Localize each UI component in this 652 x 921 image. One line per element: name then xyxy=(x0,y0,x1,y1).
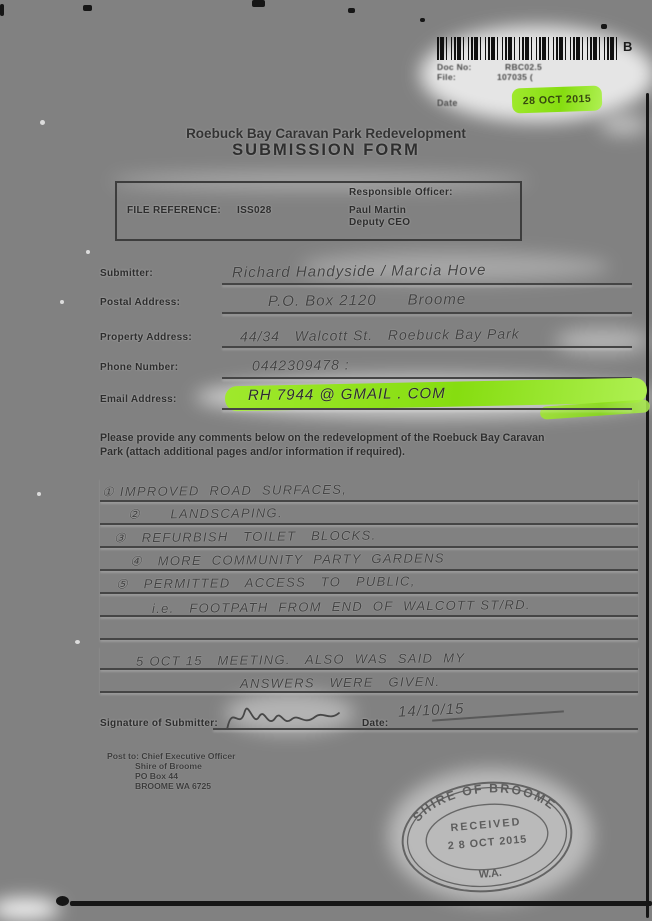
received-date-highlight: 28 OCT 2015 xyxy=(511,85,603,114)
comment-text: ④ MORE COMMUNITY PARTY GARDENS xyxy=(129,550,445,569)
comment-text: ⑤ PERMITTED ACCESS TO PUBLIC, xyxy=(115,573,416,592)
scan-speck xyxy=(37,492,41,496)
officer-title: Deputy CEO xyxy=(349,217,411,228)
comment-line: ④ MORE COMMUNITY PARTY GARDENS xyxy=(100,547,638,571)
stamp-date: 2 8 OCT 2015 xyxy=(447,833,527,852)
svg-text:W.A.: W.A. xyxy=(478,867,503,882)
comment-text: i.e. FOOTPATH FROM END OF WALCOTT ST/RD. xyxy=(151,597,531,616)
responsible-officer-label: Responsible Officer: xyxy=(349,187,453,198)
postal-footer-line: PO Box 44 xyxy=(135,771,178,781)
form-title: Roebuck Bay Caravan Park Redevelopment xyxy=(186,126,466,141)
scan-speck xyxy=(60,300,64,304)
scan-white-blotch xyxy=(600,115,648,135)
doc-no-value: RBC02.5 xyxy=(505,62,543,72)
file-label: File: xyxy=(437,72,456,82)
file-reference-value: ISS028 xyxy=(237,205,272,216)
scan-edge-bottom xyxy=(70,901,652,906)
received-date-value: 28 OCT 2015 xyxy=(522,92,592,107)
comment-text: 5 OCT 15 MEETING. ALSO WAS SAID MY xyxy=(135,650,466,669)
comment-line: ② LANDSCAPING. xyxy=(100,501,638,525)
comment-text: ANSWERS WERE GIVEN. xyxy=(239,673,441,692)
scan-speck xyxy=(40,120,45,125)
signature-label: Signature of Submitter: xyxy=(100,718,219,729)
scan-smudge xyxy=(420,18,425,22)
property-address-line xyxy=(222,346,632,348)
comment-line: ANSWERS WERE GIVEN. xyxy=(100,669,638,693)
comment-line: ③ REFURBISH TOILET BLOCKS. xyxy=(100,524,638,548)
stamp-org-name: SHIRE OF BROOME xyxy=(408,775,560,825)
scan-edge-right xyxy=(646,93,649,918)
property-address-value: 44/34 Walcott St. Roebuck Bay Park xyxy=(239,325,520,345)
postal-footer-line: Post to: Chief Executive Officer xyxy=(107,751,236,761)
comment-text: ③ REFURBISH TOILET BLOCKS. xyxy=(113,527,377,546)
file-reference-box: FILE REFERENCE: ISS028 Responsible Offic… xyxy=(115,181,522,241)
postal-footer-line: Shire of Broome xyxy=(135,761,202,771)
comments-prompt: Please provide any comments below on the… xyxy=(100,432,545,458)
officer-name: Paul Martin xyxy=(349,205,407,216)
doc-no-label: Doc No: xyxy=(437,62,472,72)
stamp-state: W.A. xyxy=(478,867,503,882)
scan-white-blotch xyxy=(0,898,60,920)
date-label: Date xyxy=(437,98,458,108)
submitter-signature xyxy=(226,707,340,729)
scan-speck xyxy=(75,640,80,644)
comment-line: ⑤ PERMITTED ACCESS TO PUBLIC, xyxy=(100,570,638,594)
comment-line xyxy=(100,616,638,640)
email-address-line xyxy=(222,408,632,410)
comment-line: 5 OCT 15 MEETING. ALSO WAS SAID MY xyxy=(100,646,638,670)
file-reference-label: FILE REFERENCE: xyxy=(127,205,221,216)
submitter-line xyxy=(222,283,632,285)
postal-footer: Post to: Chief Executive Officer Shire o… xyxy=(107,751,235,791)
scan-white-blotch xyxy=(225,692,355,734)
email-address-label: Email Address: xyxy=(100,394,177,405)
phone-number-line xyxy=(222,377,632,379)
stamp-received-label: RECEIVED xyxy=(450,816,522,834)
signature-line xyxy=(213,728,638,730)
scan-white-blotch xyxy=(388,768,593,903)
phone-number-value: 0442309478 : xyxy=(251,356,350,374)
comment-line: ① IMPROVED ROAD SURFACES, xyxy=(100,478,638,502)
property-address-label: Property Address: xyxy=(100,332,192,343)
scan-white-blotch xyxy=(555,328,650,354)
scan-smudge xyxy=(601,24,607,29)
scan-smudge xyxy=(252,0,265,7)
comment-line: i.e. FOOTPATH FROM END OF WALCOTT ST/RD. xyxy=(100,593,638,617)
postal-address-value: P.O. Box 2120 Broome xyxy=(267,290,467,311)
submitter-label: Submitter: xyxy=(100,268,153,279)
scan-smudge xyxy=(83,5,92,11)
barcode xyxy=(437,37,620,60)
submitter-value: Richard Handyside / Marcia Hove xyxy=(231,261,487,282)
postal-address-line xyxy=(222,312,632,314)
scan-speck xyxy=(86,250,90,254)
email-address-value: RH 7944 @ GMAIL . COM xyxy=(247,384,446,405)
svg-text:SHIRE OF BROOME: SHIRE OF BROOME xyxy=(408,775,560,825)
shire-received-stamp: SHIRE OF BROOME RECEIVED 2 8 OCT 2015 W.… xyxy=(401,775,573,893)
form-subtitle: SUBMISSION FORM xyxy=(232,141,420,159)
comment-text: ② LANDSCAPING. xyxy=(127,505,283,522)
scan-smudge xyxy=(348,8,355,13)
postal-address-label: Postal Address: xyxy=(100,297,181,308)
scan-white-blotch xyxy=(300,252,610,282)
postal-footer-line: BROOME WA 6725 xyxy=(135,781,212,791)
date-field-label: Date: xyxy=(362,718,389,729)
comment-text: ① IMPROVED ROAD SURFACES, xyxy=(101,481,348,500)
scan-smudge xyxy=(0,4,4,16)
phone-number-label: Phone Number: xyxy=(100,362,179,373)
barcode-suffix: B xyxy=(623,39,633,54)
scan-smudge xyxy=(56,896,69,906)
file-value: 107035 ( xyxy=(497,72,533,82)
